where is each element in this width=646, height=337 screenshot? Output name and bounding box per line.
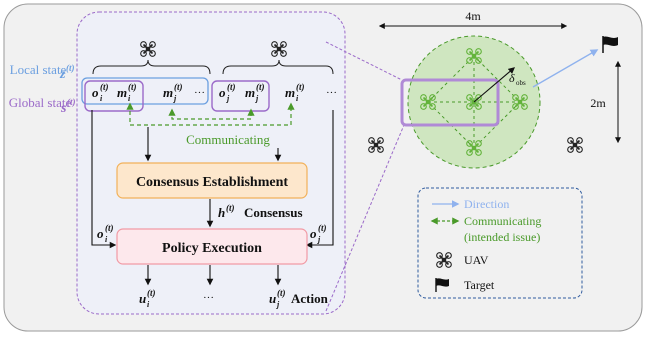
svg-text:(t): (t) [296,82,305,92]
svg-text:j: j [254,94,259,103]
svg-text:j: j [172,94,177,103]
svg-text:h: h [218,205,225,220]
svg-text:m: m [163,85,173,100]
svg-text:m: m [285,85,295,100]
svg-text:δ: δ [509,71,515,85]
width-label: 4m [465,9,481,23]
legend-direction-label: Direction [464,197,509,211]
consensus-h-symbol: h (t) [218,203,235,220]
global-state-sup: (t) [67,97,76,107]
svg-text:(t): (t) [105,223,114,233]
svg-text:(t): (t) [100,82,109,92]
svg-text:(t): (t) [226,203,235,213]
token-o-i: o (t) i [92,82,109,103]
consensus-label: Consensus [244,205,303,220]
legend-box [417,187,583,299]
agent-i-brace [92,59,211,75]
communicating-label: Communicating [186,132,270,147]
svg-text:obs: obs [516,79,526,87]
svg-text:i: i [100,94,103,103]
legend-communicating-sub: (intended issue) [464,230,540,244]
svg-text:(t): (t) [174,82,183,92]
svg-text:(t): (t) [256,82,265,92]
svg-text:j: j [275,300,280,309]
agent-j-brace [222,59,334,75]
arrow-oi-to-policy [91,110,117,249]
svg-text:i: i [296,94,299,103]
ellipsis-3: ··· [203,292,214,304]
token-m-i-2: m (t) i [285,82,305,103]
policy-execution-box [116,228,308,265]
side-token-o-i: o (t) i [97,223,114,244]
svg-text:u: u [139,291,146,306]
selected-agents-box [400,78,500,127]
svg-text:(t): (t) [318,223,327,233]
action-label: Action [291,291,329,306]
zoom-line-bottom [325,124,405,312]
svg-text:i: i [147,300,150,309]
svg-text:i: i [105,235,108,244]
action-u-j: u (t) j [269,288,286,309]
global-state-label: Global state [9,95,72,110]
policy-execution-label: Policy Execution [162,241,262,256]
local-state-label: Local state [10,62,67,77]
svg-text:m: m [117,85,127,100]
svg-text:o: o [219,85,226,100]
consensus-establishment-label: Consensus Establishment [136,175,288,190]
svg-text:o: o [310,226,317,241]
svg-text:(t): (t) [147,288,156,298]
local-state-symbol: z [59,67,66,82]
communicating-route-inner [168,108,255,120]
side-token-o-j: o (t) j [310,223,327,244]
svg-text:(t): (t) [128,82,137,92]
svg-text:(t): (t) [227,82,236,92]
svg-text:m: m [245,85,255,100]
token-m-j-2: m (t) j [245,82,265,103]
communicating-route-outer [126,102,295,126]
local-state-sup: (t) [66,63,75,73]
global-state-symbol: s [60,101,67,116]
zoom-line-top [325,41,403,81]
token-m-i: m (t) i [117,82,137,103]
legend-uav-label: UAV [464,253,489,267]
delta-obs-label: δ obs [509,71,526,87]
action-u-i: u (t) i [139,288,156,309]
svg-text:j: j [316,235,321,244]
ellipsis-1: ··· [194,87,205,99]
legend-target-label: Target [464,278,495,292]
svg-text:u: u [269,291,276,306]
flag-icon [435,278,449,292]
legend-communicating-label: Communicating [464,214,541,228]
global-state-box-i [84,80,144,112]
ellipsis-2: ··· [326,87,337,99]
svg-text:o: o [92,85,99,100]
height-label: 2m [590,96,606,110]
direction-arrow [532,49,599,88]
svg-text:i: i [128,94,131,103]
token-m-j: m (t) j [163,82,183,103]
svg-text:o: o [97,226,104,241]
delta-obs-arrow [473,67,516,103]
consensus-establishment-box [116,162,308,199]
token-o-j: o (t) j [219,82,236,103]
svg-text:(t): (t) [277,288,286,298]
flag-icon [602,36,618,53]
svg-text:j: j [225,94,230,103]
arrow-oj-to-policy [305,110,334,249]
